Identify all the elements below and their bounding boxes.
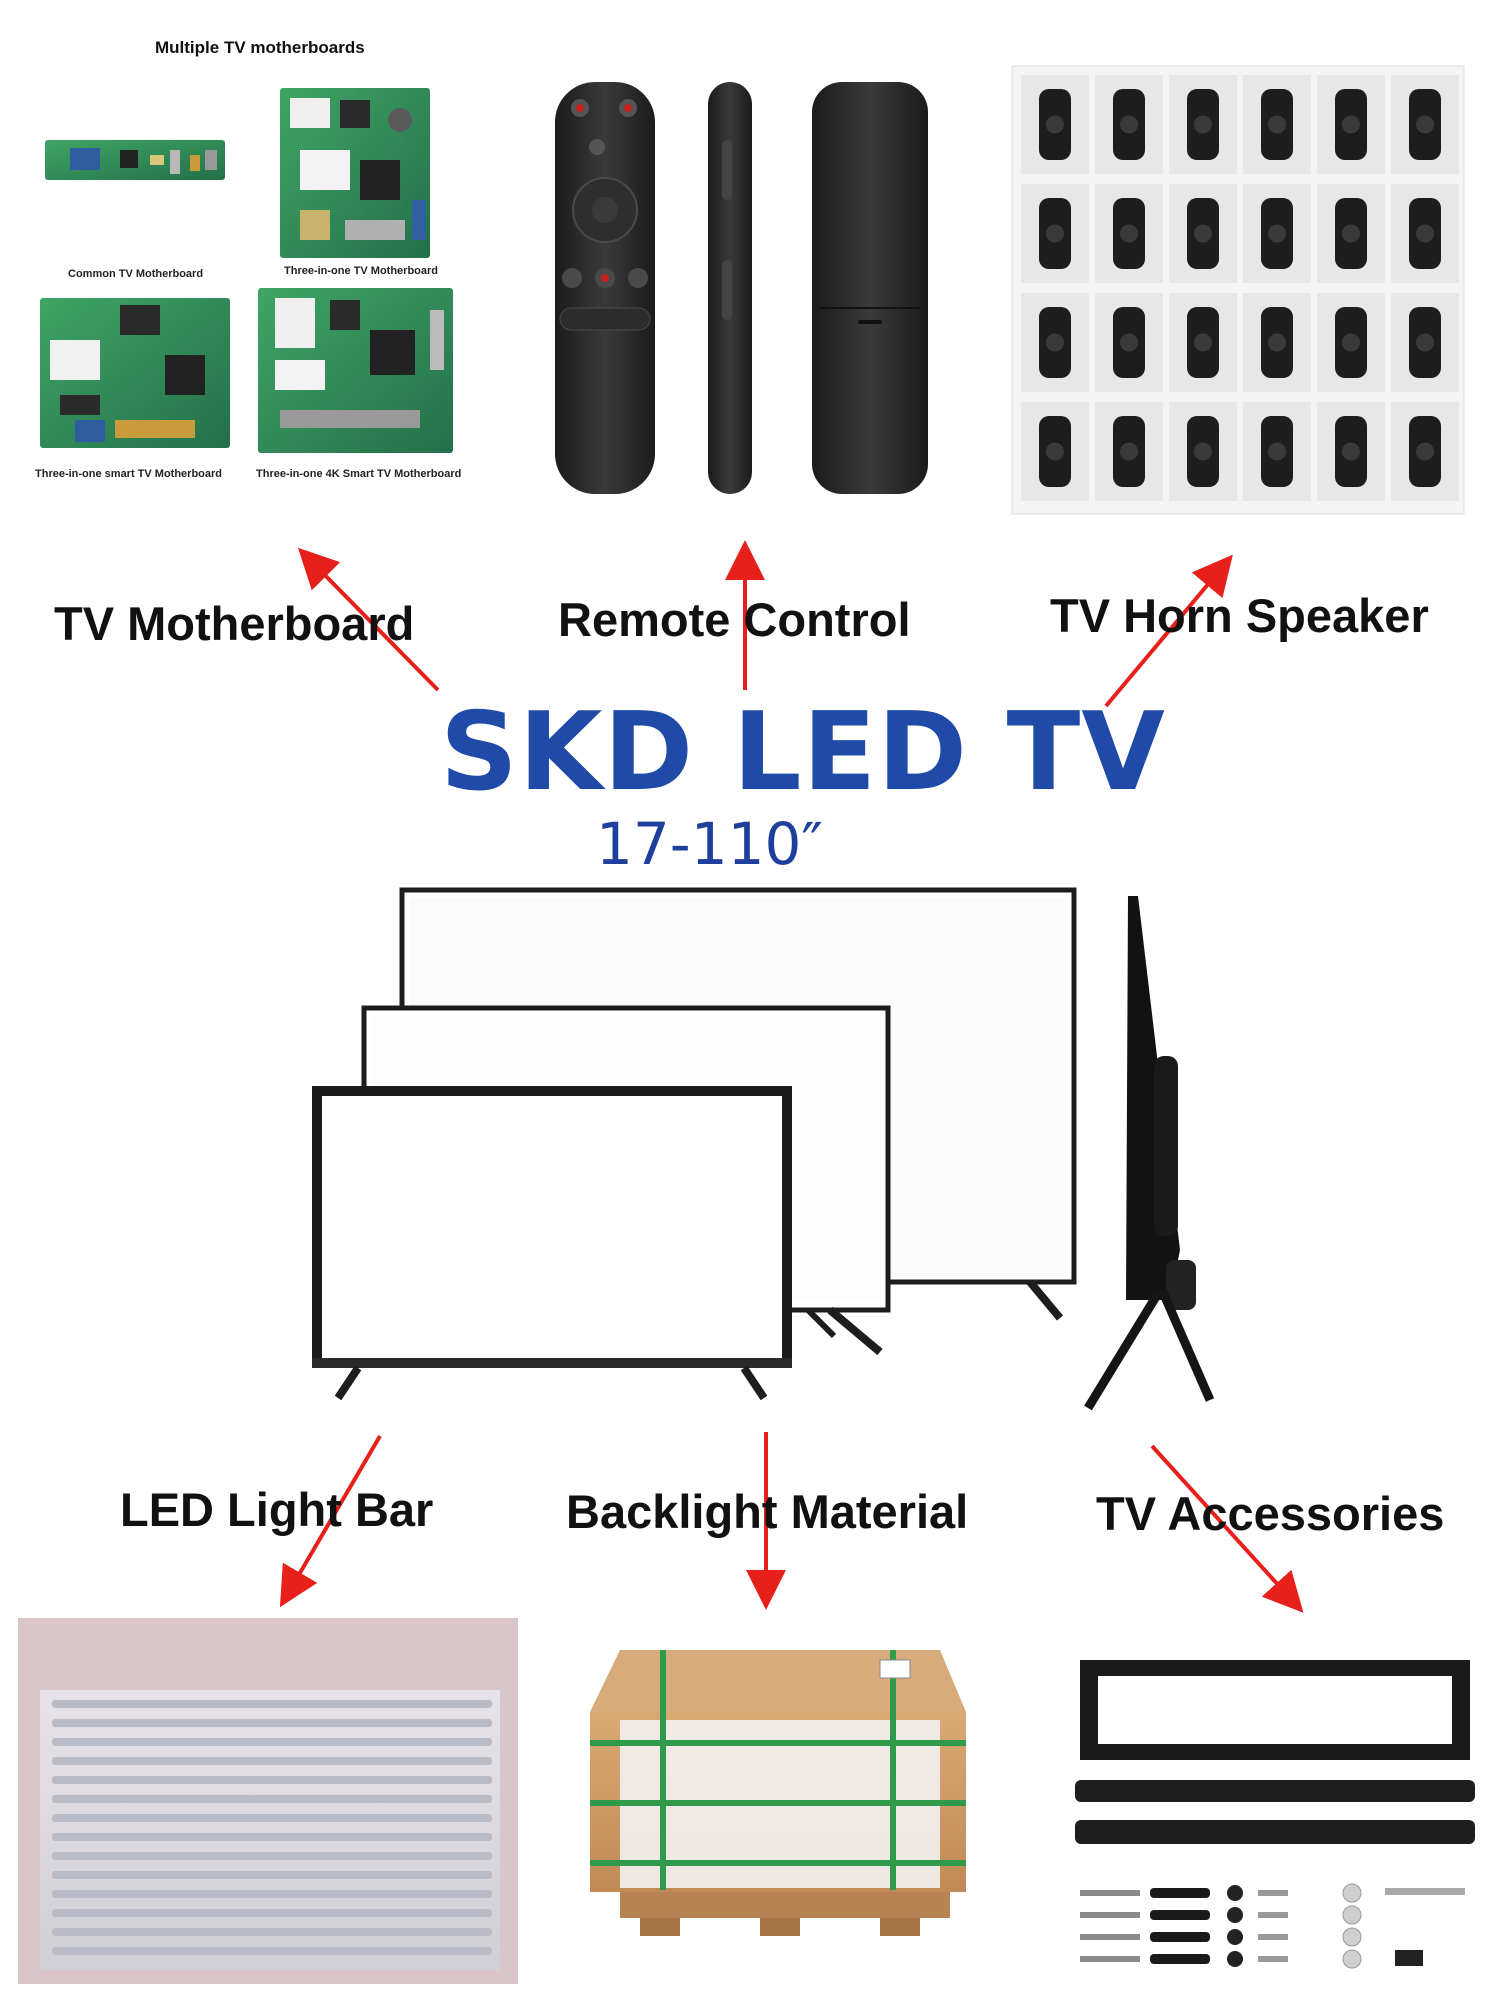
- speaker-cone: [1342, 333, 1360, 352]
- speaker-cone: [1194, 442, 1212, 461]
- label-tv-horn-speaker: TV Horn Speaker: [1050, 589, 1429, 642]
- washer-silver: [1342, 1905, 1362, 1925]
- motherboard-common-image: [45, 140, 225, 180]
- led-strip: [52, 1700, 492, 1708]
- speaker-cone: [1268, 333, 1286, 352]
- anchor: [1150, 1954, 1210, 1964]
- speaker-cone: [1120, 115, 1138, 134]
- led-strip: [52, 1890, 492, 1898]
- washer-black: [1227, 1951, 1243, 1967]
- led-strip: [52, 1795, 492, 1803]
- label-tv-accessories: TV Accessories: [1096, 1487, 1445, 1540]
- screw: [1080, 1934, 1140, 1940]
- led-strip: [52, 1738, 492, 1746]
- speaker-cone: [1046, 442, 1064, 461]
- bolt: [1258, 1956, 1288, 1962]
- washer-black: [1227, 1885, 1243, 1901]
- led-strip: [52, 1947, 492, 1955]
- speaker-cone: [1416, 442, 1434, 461]
- board-caption-smart: Three-in-one smart TV Motherboard: [35, 468, 223, 480]
- motherboard-4k-image: [258, 288, 453, 453]
- speaker-cone: [1342, 115, 1360, 134]
- motherboard-three-in-one-image: [280, 88, 430, 258]
- remote-side-image: [708, 82, 752, 494]
- tv-side-image: [1084, 896, 1215, 1411]
- backlight-material-image: [590, 1650, 966, 1936]
- washer-silver: [1342, 1883, 1362, 1903]
- screw: [1080, 1890, 1140, 1896]
- label-tv-motherboard: TV Motherboard: [54, 597, 415, 650]
- remote-back-image: [812, 82, 928, 494]
- speaker-cone: [1342, 224, 1360, 243]
- tv-accessories-image: [1075, 1660, 1475, 1844]
- speaker-cone: [1046, 224, 1064, 243]
- led-strip: [52, 1852, 492, 1860]
- board-caption-three-in-one: Three-in-one TV Motherboard: [284, 265, 438, 277]
- size-range: 17-110″: [596, 810, 824, 878]
- led-strip: [52, 1776, 492, 1784]
- speaker-cone: [1268, 115, 1286, 134]
- speaker-cone: [1194, 224, 1212, 243]
- label-led-light-bar: LED Light Bar: [120, 1483, 434, 1536]
- motherboards-heading: Multiple TV motherboards: [155, 38, 365, 57]
- label-remote-control: Remote Control: [558, 593, 911, 646]
- long-bolt: [1385, 1888, 1465, 1895]
- speaker-cone: [1194, 333, 1212, 352]
- arrows: [279, 540, 1304, 1613]
- washer-black: [1227, 1907, 1243, 1923]
- led-strip: [52, 1928, 492, 1936]
- board-caption-common: Common TV Motherboard: [68, 268, 204, 280]
- bolt: [1258, 1934, 1288, 1940]
- speaker-cone: [1268, 224, 1286, 243]
- led-strip: [52, 1871, 492, 1879]
- bolt: [1258, 1890, 1288, 1896]
- led-strip: [52, 1757, 492, 1765]
- screw: [1080, 1912, 1140, 1918]
- washer-silver: [1342, 1927, 1362, 1947]
- speaker-cone: [1046, 333, 1064, 352]
- speaker-cone: [1268, 442, 1286, 461]
- speaker-cone: [1194, 115, 1212, 134]
- anchor: [1150, 1932, 1210, 1942]
- speaker-cone: [1046, 115, 1064, 134]
- speaker-cone: [1342, 442, 1360, 461]
- anchor: [1150, 1910, 1210, 1920]
- led-strip: [52, 1814, 492, 1822]
- remote-front-image: [555, 82, 655, 494]
- board-caption-4k: Three-in-one 4K Smart TV Motherboard: [256, 468, 462, 480]
- anchor: [1150, 1888, 1210, 1898]
- page-title: SKD LED TV: [440, 690, 1166, 815]
- led-strip: [52, 1833, 492, 1841]
- spirit-level: [1395, 1950, 1423, 1966]
- speaker-cone: [1120, 442, 1138, 461]
- tv-front-image: [312, 1086, 792, 1401]
- speaker-cone: [1416, 333, 1434, 352]
- speaker-cone: [1416, 224, 1434, 243]
- led-strip: [52, 1719, 492, 1727]
- bolt: [1258, 1912, 1288, 1918]
- speaker-cone: [1120, 333, 1138, 352]
- label-backlight-material: Backlight Material: [566, 1485, 969, 1538]
- speaker-cone: [1120, 224, 1138, 243]
- motherboard-smart-image: [40, 298, 230, 448]
- washer-black: [1227, 1929, 1243, 1945]
- screw: [1080, 1956, 1140, 1962]
- speaker-cone: [1416, 115, 1434, 134]
- washer-silver: [1342, 1949, 1362, 1969]
- led-strip: [52, 1909, 492, 1917]
